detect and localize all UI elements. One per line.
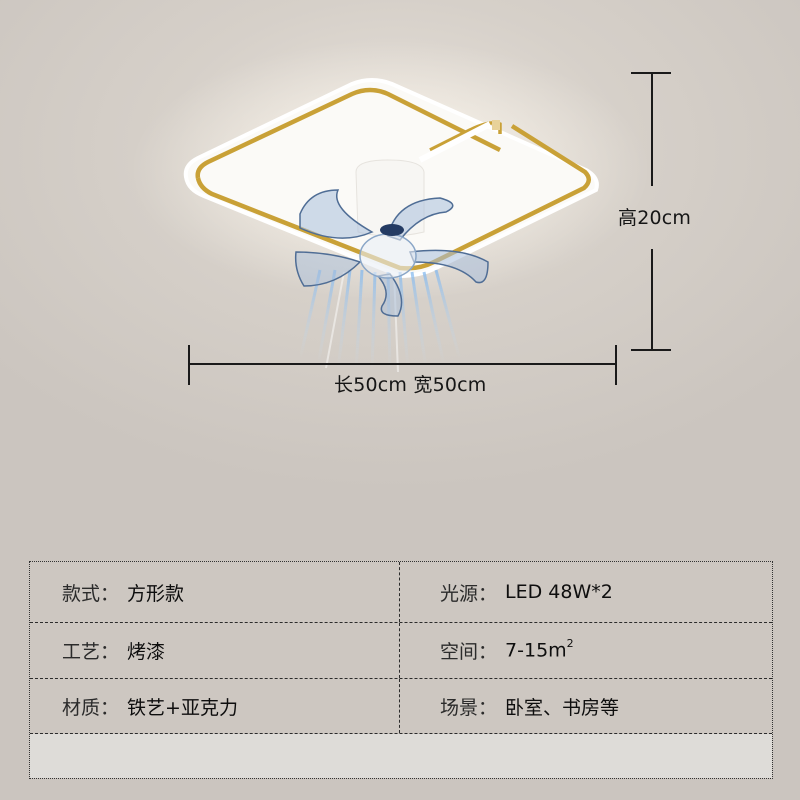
spec-cell-material: 材质： 铁艺+亚克力 <box>30 679 400 733</box>
spec-value: 方形款 <box>127 582 185 605</box>
spec-cell-space: 空间： 7-15m2 <box>440 637 574 663</box>
spec-cell-scene: 场景： 卧室、书房等 <box>400 679 772 733</box>
width-length-label: 长50cm 宽50cm <box>334 374 487 396</box>
spec-value: 铁艺+亚克力 <box>127 696 238 719</box>
spec-label: 工艺 <box>62 641 101 663</box>
spec-value: 烤漆 <box>127 641 166 663</box>
spec-label: 光源 <box>440 582 479 605</box>
spec-label: 款式 <box>62 582 101 605</box>
spec-row: 款式： 方形款 光源： LED 48W*2 <box>30 562 772 623</box>
spec-row-empty <box>30 734 772 778</box>
spec-row: 材质： 铁艺+亚克力 场景： 卧室、书房等 <box>30 679 772 734</box>
ceiling-fan-light-illustration <box>130 40 650 373</box>
spec-label: 场景 <box>440 696 479 719</box>
height-label: 高20cm <box>618 207 692 229</box>
spec-value: 卧室、书房等 <box>505 696 620 719</box>
spec-cell-light-source: 光源： LED 48W*2 <box>400 562 772 622</box>
width-dimension-tick-left <box>188 345 190 385</box>
spec-label: 空间 <box>440 641 479 663</box>
spec-value: LED 48W*2 <box>505 581 613 603</box>
spec-table: 款式： 方形款 光源： LED 48W*2 工艺： 烤漆 空间： 7-15m2 … <box>29 561 773 779</box>
spec-label: 材质 <box>62 696 101 719</box>
width-dimension-tick-right <box>615 345 617 385</box>
height-dimension-line-top <box>651 72 653 186</box>
spec-cell-craft: 工艺： 烤漆 <box>30 623 400 678</box>
height-dimension-cap-bottom <box>631 349 671 351</box>
spec-row: 工艺： 烤漆 空间： 7-15m2 <box>30 623 772 679</box>
width-dimension-line <box>189 363 616 365</box>
height-dimension-line-bottom <box>651 249 653 349</box>
product-scene: 长50cm 宽50cm 高20cm <box>130 40 692 396</box>
spec-value: 7-15m2 <box>505 637 574 662</box>
spec-cell-style: 款式： 方形款 <box>30 562 400 622</box>
fan-body <box>294 159 489 317</box>
